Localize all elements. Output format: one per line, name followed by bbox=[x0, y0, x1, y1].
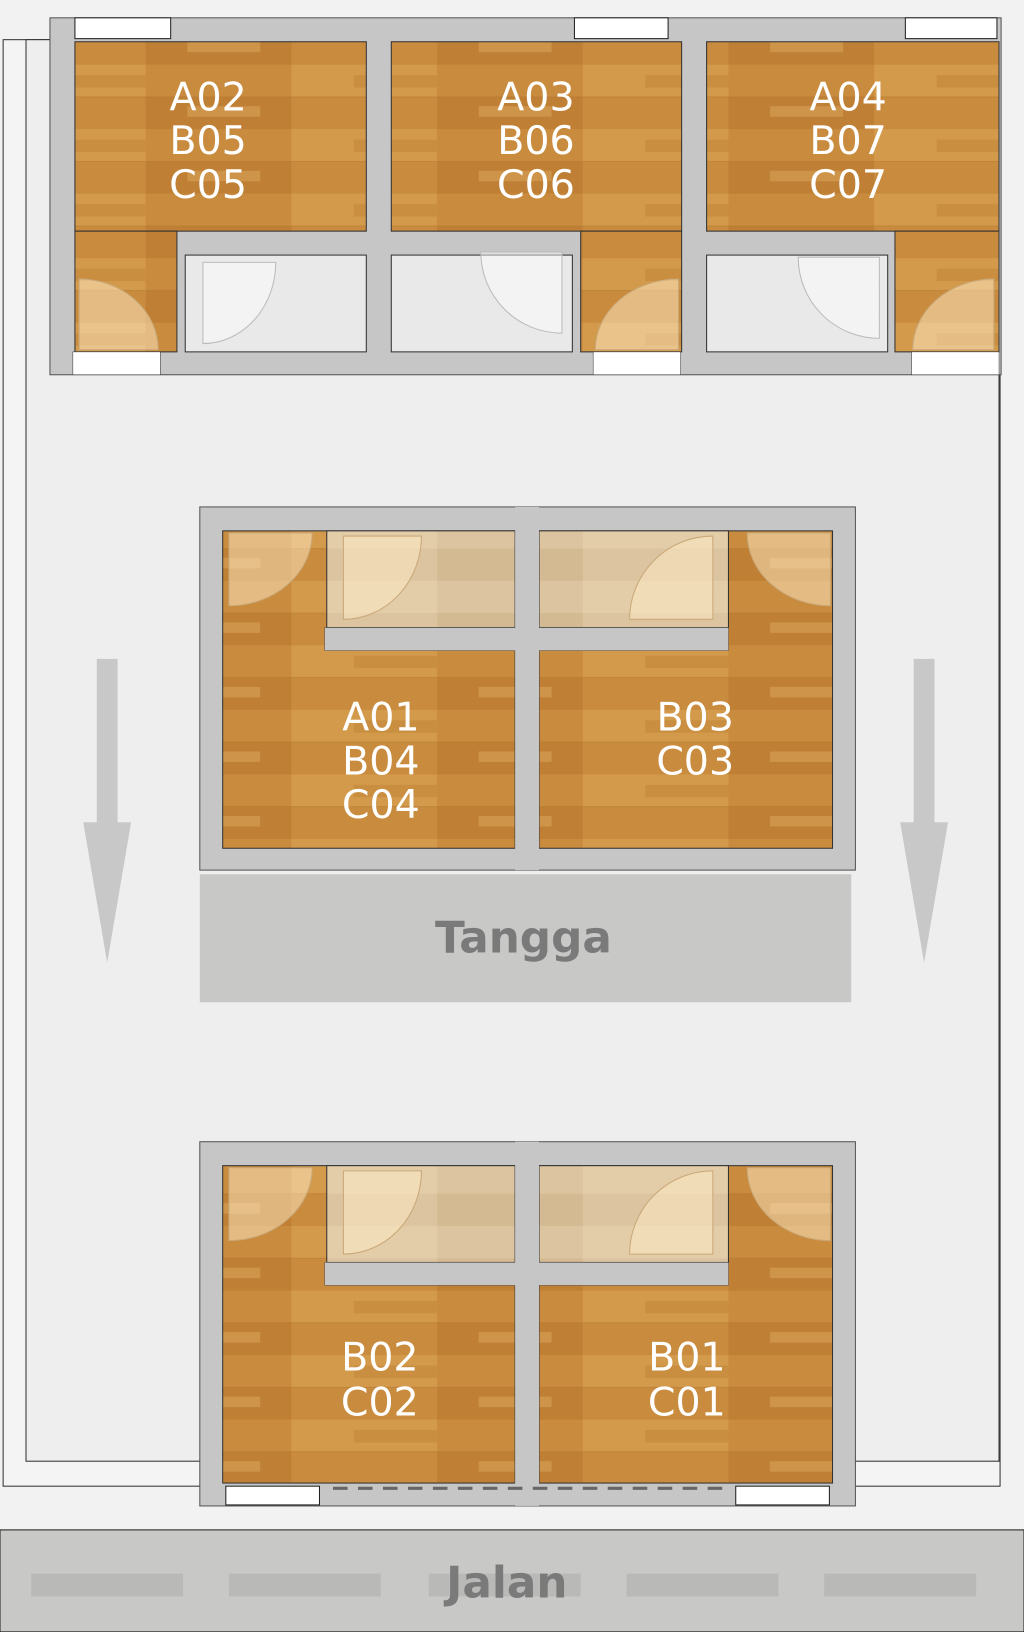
room-label-mid-1b: B04 bbox=[342, 738, 419, 784]
room-label-mid-2a: B03 bbox=[656, 695, 733, 741]
door-swing bbox=[797, 256, 880, 339]
stairs-label: Tangga bbox=[435, 912, 612, 963]
room-label-bot-1a: B02 bbox=[341, 1335, 418, 1381]
room-label-bot-2a: B01 bbox=[648, 1335, 725, 1381]
room-label-top-3b: B07 bbox=[809, 118, 886, 164]
stairs-area bbox=[199, 874, 852, 1003]
room-label-top-1a: A02 bbox=[169, 74, 246, 120]
room-label-mid-1a: A01 bbox=[342, 695, 419, 741]
door-swing bbox=[912, 278, 995, 351]
road-label: Jalan bbox=[443, 1558, 567, 1609]
room-label-top-3a: A04 bbox=[809, 74, 886, 120]
window bbox=[904, 17, 998, 40]
middle-building: A01 B04 C04 B03 C03 bbox=[199, 506, 856, 871]
room-label-top-2a: A03 bbox=[497, 74, 574, 120]
room-label-top-3c: C07 bbox=[809, 162, 887, 208]
window bbox=[74, 17, 172, 40]
room-label-mid-2b: C03 bbox=[656, 738, 734, 784]
room-label-top-1c: C05 bbox=[169, 162, 247, 208]
arrow-down-right-icon bbox=[900, 658, 949, 963]
room-label-top-1b: B05 bbox=[169, 118, 246, 164]
room-label-bot-1b: C02 bbox=[341, 1379, 419, 1425]
door-swing bbox=[480, 251, 563, 334]
room-label-top-2b: B06 bbox=[497, 118, 574, 164]
room-label-mid-1c: C04 bbox=[342, 782, 420, 828]
room-label-bot-2b: C01 bbox=[648, 1379, 726, 1425]
window bbox=[735, 1485, 830, 1506]
room-label-top-2c: C06 bbox=[497, 162, 575, 208]
bottom-building: B02 C02 B01 C01 bbox=[199, 1141, 856, 1507]
door-swing bbox=[202, 261, 277, 345]
window bbox=[573, 17, 669, 40]
door-swing bbox=[594, 278, 680, 351]
door-swing bbox=[78, 278, 159, 351]
arrow-down-left-icon bbox=[83, 658, 132, 963]
bathroom bbox=[390, 254, 573, 353]
road: Jalan bbox=[0, 1529, 1024, 1632]
top-building: A02 B05 C05 A03 B06 C06 A04 B07 C07 bbox=[49, 17, 1002, 376]
window bbox=[225, 1485, 321, 1506]
